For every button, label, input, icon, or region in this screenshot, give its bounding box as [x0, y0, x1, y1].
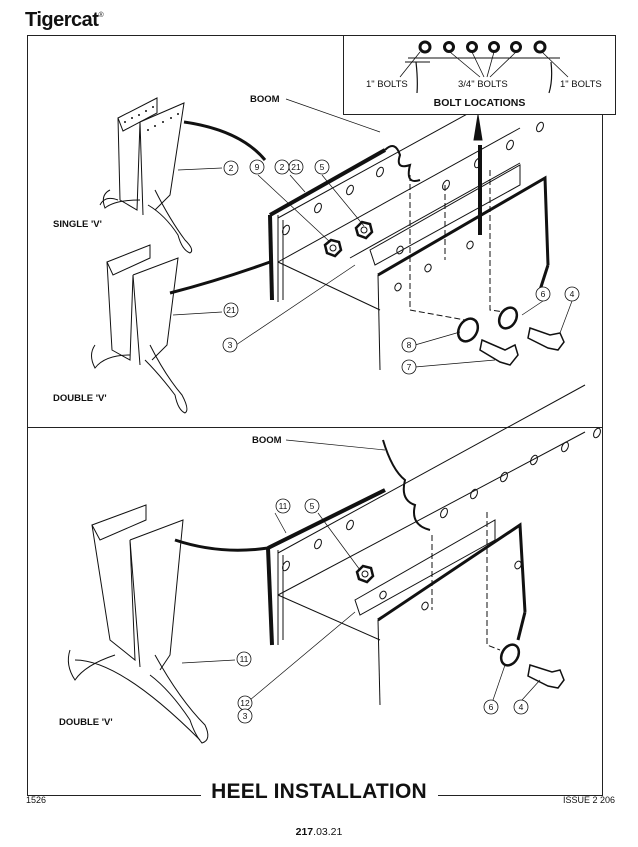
- callout-11b: [236, 651, 252, 667]
- callout-11a: [275, 498, 291, 514]
- double-v-label-top: DOUBLE 'V': [53, 393, 107, 404]
- callout-number: 6: [488, 702, 494, 712]
- callout-number: 6: [540, 289, 546, 299]
- footer-rule-left: [27, 795, 205, 796]
- callout-3: [222, 337, 238, 353]
- callout-number: 12: [240, 698, 250, 708]
- bolt-locations-inset: 1" BOLTS 3/4" BOLTS 1" BOLTS BOLT LOCATI…: [343, 35, 616, 115]
- bolt-locations-title: BOLT LOCATIONS: [433, 97, 526, 109]
- callout-4b: [513, 699, 529, 715]
- boom-label-top: BOOM: [250, 94, 280, 105]
- double-v-label-bottom: DOUBLE 'V': [59, 717, 113, 728]
- callout-8: [401, 337, 417, 353]
- callout-number: 5: [319, 162, 325, 172]
- callout-number: 3: [227, 340, 233, 350]
- callouts: [222, 159, 580, 724]
- page-number-rest: .03.21: [313, 826, 343, 838]
- callout-number: 8: [406, 340, 412, 350]
- single-v-heel-drawing: [99, 97, 193, 254]
- callout-number: 11: [278, 501, 288, 511]
- callout-7: [401, 359, 417, 375]
- callout-number: 4: [518, 702, 524, 712]
- boom-label-bottom: BOOM: [252, 435, 282, 446]
- callout-number: 21: [226, 305, 236, 315]
- callout-4: [564, 286, 580, 302]
- double-v-heel-drawing: [91, 244, 188, 414]
- double-v-heel-bottom-drawing: [67, 504, 209, 744]
- callout-3b: [237, 708, 253, 724]
- callout-number: 2: [228, 163, 234, 173]
- page-number-section: 217: [295, 826, 314, 838]
- callout-5: [314, 159, 330, 175]
- callout-6: [535, 286, 551, 302]
- bolt-label-1in-left: 1" BOLTS: [366, 79, 408, 90]
- page-number: 217.03.21: [0, 826, 638, 838]
- page-title-text: HEEL INSTALLATION: [201, 780, 437, 803]
- issue-label: ISSUE 2 206: [562, 795, 615, 805]
- callout-5b: [304, 498, 320, 514]
- drawing-code: 1526: [26, 795, 47, 805]
- bolt-label-3-4in: 3/4" BOLTS: [458, 79, 508, 90]
- drawing-frame: [27, 35, 603, 795]
- footer-rule-right: [438, 795, 603, 796]
- callout-number: 2: [279, 162, 285, 172]
- brand-logo: Tigercat®: [25, 9, 104, 32]
- callout-21b: [223, 302, 239, 318]
- callout-number: 7: [406, 362, 412, 372]
- brand-name: Tigercat: [25, 9, 99, 31]
- page-title: HEEL INSTALLATION: [0, 780, 638, 804]
- callout-21a: [288, 159, 304, 175]
- callout-number: 4: [569, 289, 575, 299]
- callout-number: 3: [242, 711, 248, 721]
- registered-mark: ®: [98, 12, 104, 19]
- callout-9: [249, 159, 265, 175]
- boom-bottom-drawing: [266, 384, 586, 706]
- single-v-label: SINGLE 'V': [53, 219, 102, 230]
- callout-number: 21: [291, 162, 301, 172]
- bolt-label-1in-right: 1" BOLTS: [560, 79, 602, 90]
- callout-2: [223, 160, 239, 176]
- callout-6b: [483, 699, 499, 715]
- section-divider: [27, 427, 603, 428]
- callout-number: 9: [254, 162, 260, 172]
- callout-number: 11: [239, 654, 249, 664]
- callout-number: 5: [309, 501, 315, 511]
